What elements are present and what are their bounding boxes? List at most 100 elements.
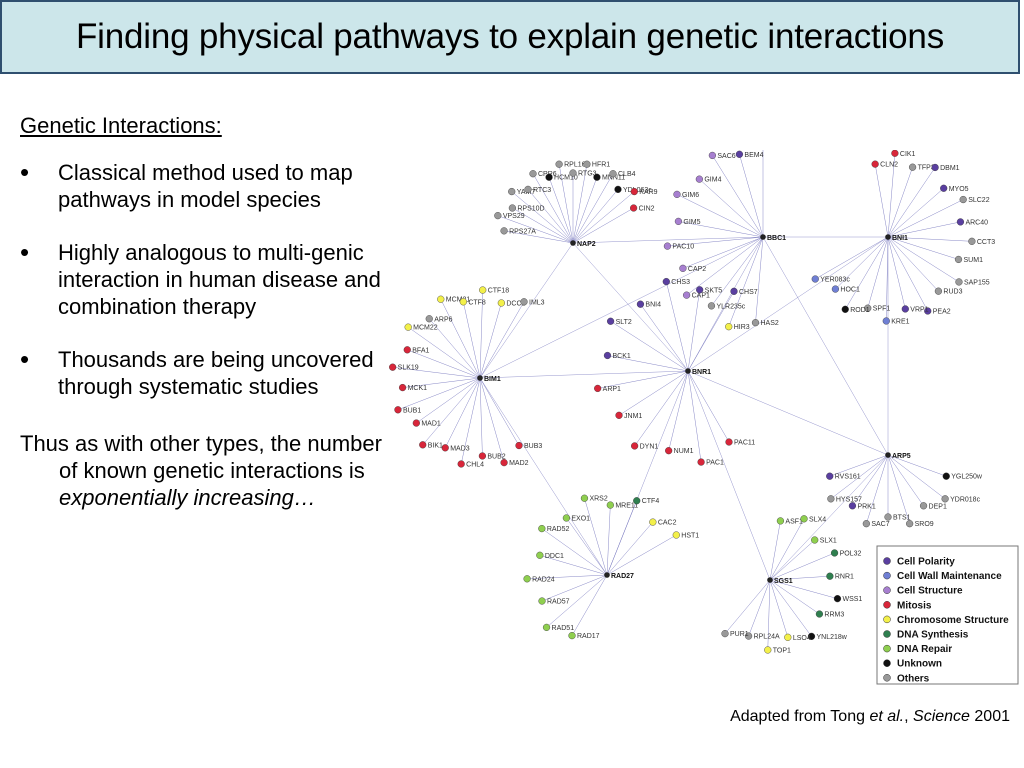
gene-edge [887,188,944,238]
gene-edge [572,164,588,244]
section-heading: Genetic Interactions: [20,113,222,138]
gene-label: MAD1 [421,421,441,428]
gene-edge [739,154,764,238]
gene-label: RPL16A [564,162,590,169]
gene-edge [711,236,764,306]
gene-node [942,472,950,480]
gene-label: RAD24 [532,576,555,583]
gene-node [515,441,523,450]
title-bar: Finding physical pathways to explain gen… [0,0,1020,74]
bullet-text: Classical method used to map pathways in… [58,160,353,212]
gene-edge [748,579,771,637]
gene-label: BIK1 [428,442,443,449]
gene-label: WSS1 [842,596,862,603]
gene-label: MCM21 [446,297,471,304]
bullet-item: • Classical method used to map pathways … [20,159,400,213]
gene-node [941,495,949,503]
gene-node [593,173,601,181]
gene-label: BFA1 [412,347,429,354]
gene-edge [422,377,481,445]
gene-node [529,170,537,178]
gene-edge [527,574,608,580]
gene-edge [887,454,947,477]
legend-label: Mitosis [897,600,932,611]
gene-label: CTF8 [468,299,486,306]
gene-node [538,597,546,605]
gene-edge [572,207,634,244]
hub-label: BNI1 [892,235,908,242]
gene-node [841,305,849,313]
gene-node [751,319,760,327]
gene-edge [829,454,889,477]
gene-label: LSO4 [793,635,811,642]
gene-label: BNI4 [645,302,661,309]
gene-edge [479,290,483,379]
gene-label: DBM1 [940,165,960,172]
gene-edge [887,236,959,260]
gene-edge [887,167,936,238]
gene-edge [572,173,614,244]
legend-swatch [883,557,891,565]
gene-label: HOC1 [840,287,860,294]
gene-node [735,150,744,158]
gene-edge [687,289,700,372]
gene-edge [676,194,764,238]
gene-node [630,204,638,212]
gene-node [536,551,544,559]
gene-node [827,495,835,503]
gene-node [389,363,397,371]
source-caption: Adapted from Tong et al., Science 2001 [730,708,1010,726]
hub-edge [687,236,764,372]
gene-node [649,518,657,526]
gene-label: RUD3 [943,289,962,296]
gene-node [826,572,834,580]
gene-edge [606,534,677,576]
gene-node [784,633,792,641]
gene-node [940,184,948,192]
hub-edge [762,236,889,456]
gene-edge [874,164,889,238]
gene-edge [668,370,689,451]
gene-label: SLT2 [616,319,632,326]
caption-separator: , [904,708,909,725]
conclusion-text: Thus as with other types, the number of … [20,430,400,511]
gene-node [864,304,872,312]
gene-edge [607,355,689,372]
gene-edge [835,236,889,290]
gene-edge [887,236,960,283]
gene-node [583,160,591,168]
gene-label: CTF4 [642,498,660,505]
gene-edge [548,177,574,244]
gene-label: PUR1 [730,631,749,638]
hub-edge [479,370,689,379]
gene-label: RPS10D [517,206,544,213]
legend-swatch [883,601,891,609]
gene-label: NUM1 [674,448,694,455]
gene-edge [572,177,598,244]
gene-node [924,307,932,315]
gene-label: ASF1 [785,518,803,525]
gene-node [631,442,639,450]
gene-node [500,227,508,235]
gene-label: CAC2 [658,520,677,527]
gene-label: MRE11 [615,503,638,510]
hub-label: BBC1 [767,235,786,242]
gene-label: PAC11 [734,440,755,447]
gene-node [500,459,508,467]
gene-label: HAS2 [761,320,779,327]
gene-label: MYO5 [949,186,969,193]
gene-node [520,298,528,306]
gene-edge [699,178,764,238]
left-text-panel: Genetic Interactions: • Classical method… [20,112,400,511]
gene-edge [558,164,574,244]
gene-label: SLK19 [398,365,419,372]
gene-node [901,305,909,313]
gene-label: HYS157 [836,496,862,503]
hub-edge [687,370,771,581]
gene-label: BEM4 [744,152,763,159]
gene-node [568,632,576,640]
legend-swatch [883,586,891,594]
gene-node [636,300,645,308]
gene-node [831,285,840,293]
gene-node [459,298,467,306]
